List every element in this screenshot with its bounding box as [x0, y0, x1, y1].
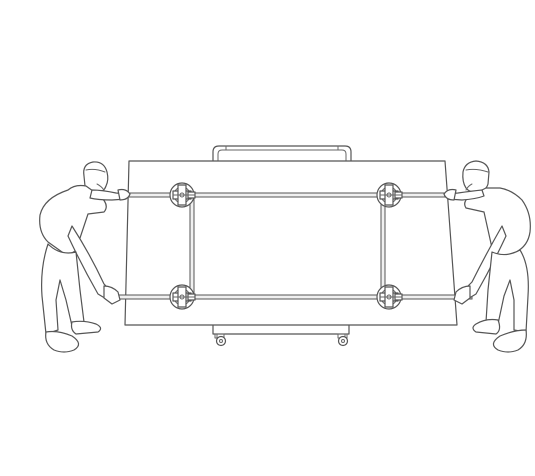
suction-cup-bottom-left	[169, 284, 196, 310]
left-person	[39, 161, 131, 353]
glass-panel	[124, 160, 458, 326]
frame-rail-top	[107, 192, 473, 198]
cart-wheel-right	[337, 333, 349, 347]
right-person	[443, 160, 531, 353]
frame-rail-right	[380, 194, 386, 298]
suction-cup-bottom-right	[376, 284, 403, 310]
suction-cups	[169, 182, 403, 310]
suction-cup-top-left	[169, 182, 196, 208]
suction-cup-top-right	[376, 182, 403, 208]
cart-wheel-left	[214, 333, 227, 347]
frame-rail-bottom	[107, 294, 473, 300]
frame-rail-left	[189, 194, 195, 298]
panel-top-handle	[212, 145, 352, 162]
